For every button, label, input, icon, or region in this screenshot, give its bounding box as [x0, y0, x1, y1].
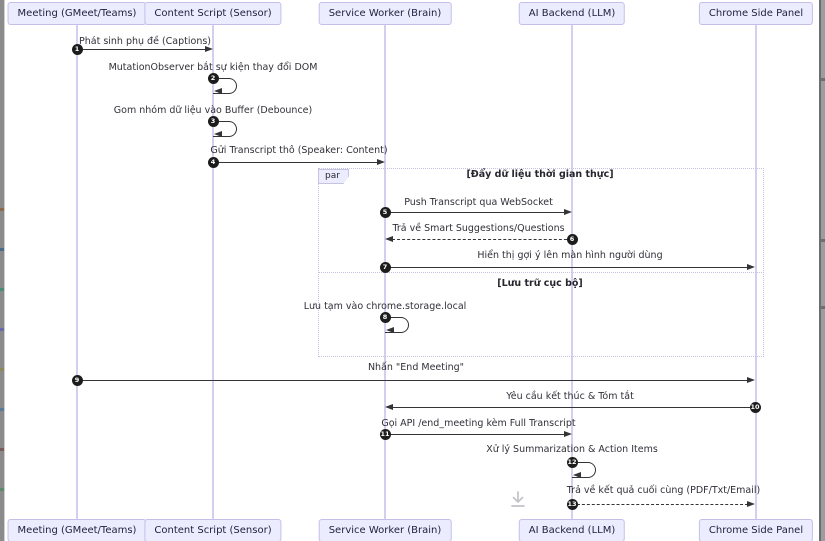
par-label: par — [318, 169, 349, 184]
participant-service-worker-top: Service Worker (Brain) — [318, 2, 452, 25]
message-label: Trả về Smart Suggestions/Questions — [392, 223, 565, 234]
participant-service-worker-bottom: Service Worker (Brain) — [318, 519, 452, 541]
arrowhead-icon — [564, 208, 572, 215]
sequence-number-badge: 8 — [379, 311, 391, 323]
sequence-number-badge: 1 — [71, 43, 83, 55]
arrowhead-icon — [747, 263, 755, 270]
par-section-label: [Đẩy dữ liệu thời gian thực] — [466, 169, 614, 180]
message-label: Gọi API /end_meeting kèm Full Transcript — [381, 418, 576, 429]
message-label: Gửi Transcript thô (Speaker: Content) — [210, 145, 388, 156]
minimap-speck — [0, 408, 4, 411]
lifeline-side-panel — [755, 23, 757, 519]
sequence-number-badge: 10 — [749, 401, 761, 413]
sequence-number-badge: 2 — [207, 72, 219, 84]
right-window-edge — [819, 0, 821, 541]
participant-side-panel-top: Chrome Side Panel — [698, 2, 814, 25]
download-icon-glyph — [511, 491, 525, 507]
sequence-number-badge: 6 — [566, 233, 578, 245]
message-label: Push Transcript qua WebSocket — [404, 197, 553, 208]
message-line — [385, 434, 565, 435]
arrowhead-icon — [385, 235, 393, 242]
par-section-label: [Lưu trữ cục bộ] — [497, 278, 583, 289]
lifeline-content-script — [212, 23, 214, 519]
message-line — [77, 380, 748, 381]
minimap-speck — [0, 288, 4, 291]
participant-meeting-bottom: Meeting (GMeet/Teams) — [7, 519, 147, 541]
self-message-arc — [385, 317, 409, 333]
arrowhead-icon — [747, 376, 755, 383]
participant-side-panel-bottom: Chrome Side Panel — [698, 519, 814, 541]
arrowhead-icon — [205, 45, 213, 52]
sequence-number-badge: 4 — [207, 156, 219, 168]
message-label: MutationObserver bắt sự kiện thay đổi DO… — [108, 62, 318, 73]
sequence-number-badge: 9 — [71, 374, 83, 386]
arrowhead-icon — [747, 500, 755, 507]
message-label: Lưu tạm vào chrome.storage.local — [303, 301, 467, 312]
participant-content-script-bottom: Content Script (Sensor) — [144, 519, 282, 541]
message-line — [385, 212, 565, 213]
lifeline-meeting — [76, 23, 78, 519]
message-label: Yêu cầu kết thúc & Tóm tắt — [506, 391, 634, 402]
message-label: Phát sinh phụ đề (Captions) — [79, 36, 211, 47]
participant-ai-backend-bottom: AI Backend (LLM) — [518, 519, 626, 541]
left-window-edge — [0, 0, 5, 541]
participant-ai-backend-top: AI Backend (LLM) — [518, 2, 626, 25]
par-divider — [318, 272, 762, 273]
download-icon[interactable] — [506, 489, 530, 511]
arrowhead-icon — [386, 327, 394, 333]
arrowhead-icon — [573, 472, 581, 478]
participant-meeting-top: Meeting (GMeet/Teams) — [7, 2, 147, 25]
arrowhead-icon — [214, 88, 222, 94]
scrollbar-mark — [821, 306, 825, 309]
minimap-speck — [0, 248, 4, 251]
sequence-number-badge: 13 — [566, 498, 578, 510]
arrowhead-icon — [377, 158, 385, 165]
sequence-number-badge: 5 — [379, 206, 391, 218]
participant-content-script-top: Content Script (Sensor) — [144, 2, 282, 25]
scrollbar-mark — [821, 78, 825, 81]
right-scrollbar[interactable] — [821, 0, 825, 541]
sequence-number-badge: 11 — [379, 428, 391, 440]
message-line — [385, 267, 748, 268]
arrowhead-icon — [564, 430, 572, 437]
message-label: Hiển thị gợi ý lên màn hình người dùng — [477, 250, 663, 261]
message-line — [213, 162, 378, 163]
message-label: Xử lý Summarization & Action Items — [486, 444, 658, 455]
minimap-speck — [0, 448, 4, 451]
scrollbar-mark — [821, 239, 825, 242]
sequence-number-badge: 3 — [207, 115, 219, 127]
message-label: Nhấn "End Meeting" — [367, 362, 465, 373]
sequence-number-badge: 12 — [566, 456, 578, 468]
self-message-arc — [572, 462, 596, 478]
self-message-arc — [213, 121, 237, 137]
message-line — [572, 504, 748, 505]
message-line — [392, 407, 755, 408]
message-label: Trả về kết quả cuối cùng (PDF/Txt/Email) — [566, 485, 761, 496]
arrowhead-icon — [214, 131, 222, 137]
minimap-speck — [0, 208, 4, 211]
minimap-speck — [0, 488, 4, 491]
self-message-arc — [213, 78, 237, 94]
sequence-number-badge: 7 — [379, 261, 391, 273]
minimap-speck — [0, 328, 4, 331]
arrowhead-icon — [385, 403, 393, 410]
par-frame — [318, 168, 764, 357]
message-line — [392, 239, 572, 240]
lifeline-ai-backend — [571, 23, 573, 519]
message-line — [77, 49, 206, 50]
minimap-speck — [0, 368, 4, 371]
message-label: Gom nhóm dữ liệu vào Buffer (Debounce) — [113, 105, 313, 116]
